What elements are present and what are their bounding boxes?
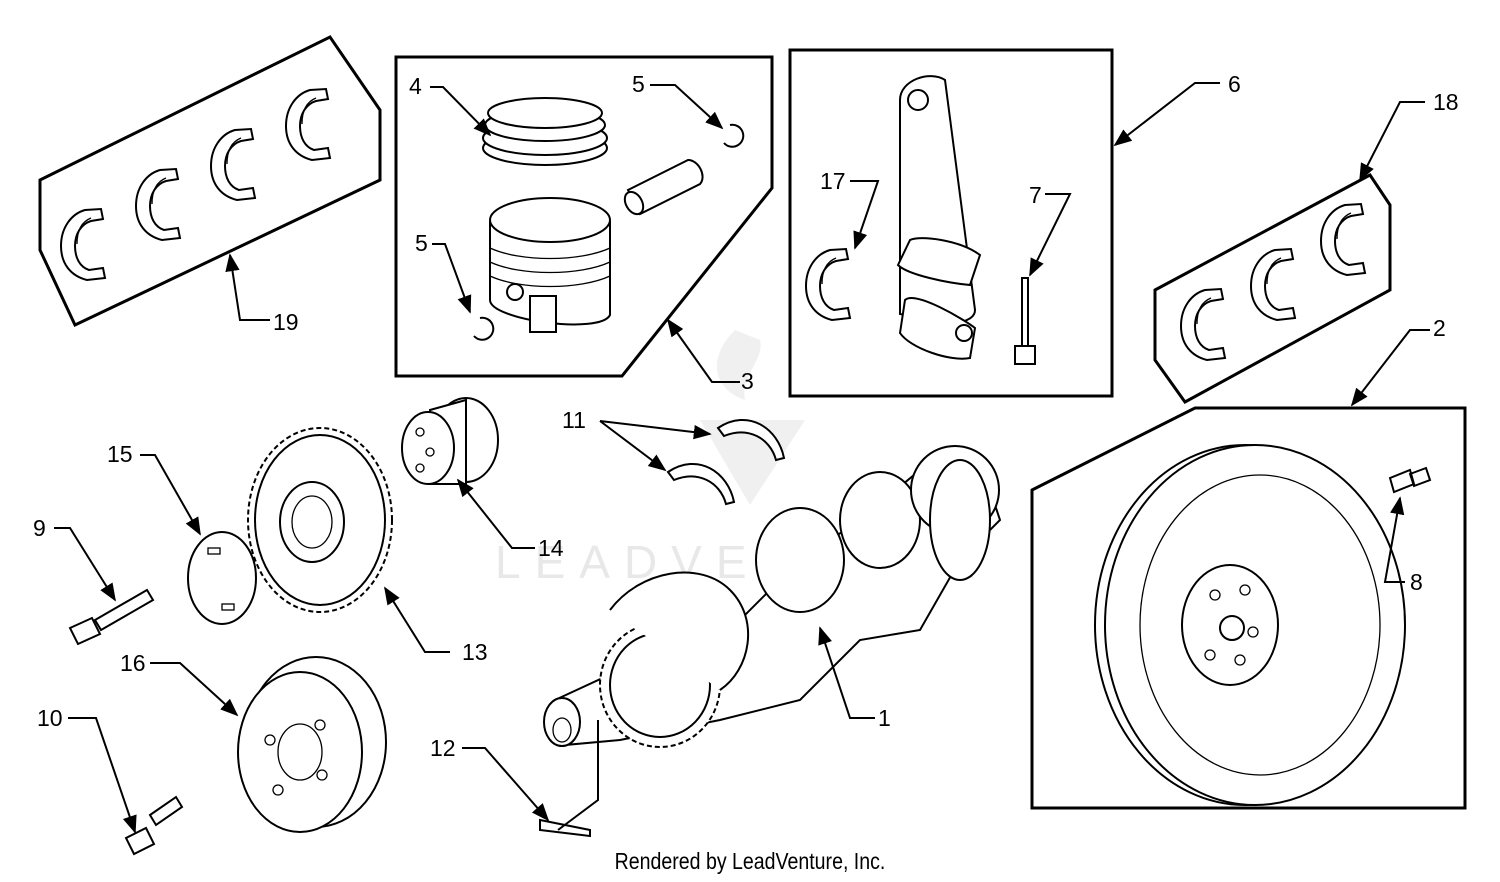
piston-kit-box-3 — [394, 55, 774, 378]
crankshaft-1 — [539, 445, 1002, 838]
callout-6: 6 — [1228, 71, 1241, 97]
crank-pulley-16 — [237, 656, 387, 833]
callout-8: 8 — [1410, 569, 1423, 595]
callout-16: 16 — [120, 650, 146, 676]
footer-credit: Rendered by LeadVenture, Inc. — [614, 848, 886, 874]
callout-11: 11 — [562, 407, 586, 433]
callout-7: 7 — [1029, 182, 1042, 208]
callout-12: 12 — [430, 735, 456, 761]
callout-5b: 5 — [415, 230, 428, 256]
watermark-logo-icon — [700, 330, 805, 505]
leader-lines — [54, 82, 1430, 834]
bushing-14 — [401, 397, 499, 485]
connecting-rod-box-6 — [788, 48, 1114, 398]
callout-17: 17 — [820, 168, 846, 194]
callout-9: 9 — [33, 515, 46, 541]
callout-15: 15 — [107, 441, 133, 467]
callout-2: 2 — [1433, 315, 1446, 341]
idler-gear-13 — [247, 427, 393, 613]
thrust-washers-11 — [666, 418, 786, 506]
callout-5a: 5 — [632, 71, 645, 97]
bolt-9 — [68, 588, 155, 646]
main-bearing-set-19 — [38, 35, 382, 328]
callout-19: 19 — [273, 309, 299, 335]
callout-14: 14 — [538, 535, 564, 561]
thrust-plate-15 — [187, 531, 257, 625]
callout-10: 10 — [37, 705, 63, 731]
callout-13: 13 — [462, 639, 488, 665]
callout-4: 4 — [409, 73, 422, 99]
bearing-set-18 — [1153, 173, 1392, 404]
callout-18: 18 — [1433, 89, 1459, 115]
flywheel-box-2 — [1030, 406, 1467, 810]
callout-1: 1 — [878, 705, 891, 731]
bolt-10 — [124, 795, 184, 856]
callout-3: 3 — [741, 368, 754, 394]
